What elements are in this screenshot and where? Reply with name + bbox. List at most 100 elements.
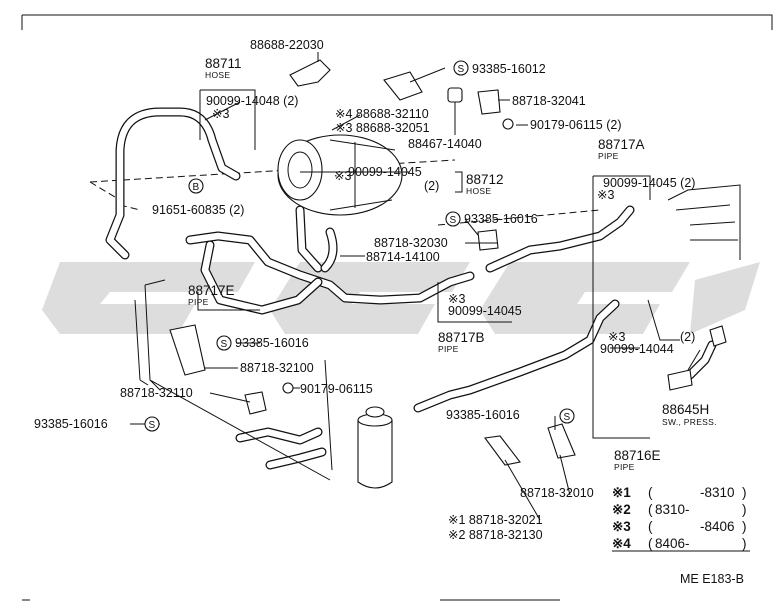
svg-text:S: S	[149, 420, 156, 431]
clip-symbol-1: S	[453, 60, 469, 76]
label-93385-16012: 93385-16012	[472, 62, 546, 76]
figure-code: ME E183-B	[680, 572, 744, 586]
label-90099-14048: 90099-14048 (2)	[206, 94, 298, 108]
label-88711: 88711	[205, 56, 242, 71]
receiver-dryer-icon	[357, 406, 393, 489]
svg-text:(: (	[648, 519, 653, 534]
label-88688-32051: ※3 88688-32051	[335, 121, 430, 135]
svg-text:): )	[742, 519, 747, 534]
pressure-switch-icon	[667, 325, 727, 391]
svg-text:): )	[742, 502, 747, 517]
label-88717B: 88717B	[438, 330, 485, 345]
clip-symbol-3: S	[216, 335, 232, 351]
svg-text:(: (	[648, 536, 653, 551]
clip-symbol-4: S	[144, 416, 160, 432]
label-88645H-sub: SW., PRESS.	[662, 417, 717, 427]
mark-3-a: ※3	[212, 107, 229, 121]
svg-text:): )	[742, 536, 747, 551]
label-88716E: 88716E	[614, 448, 661, 463]
legend-row-1: ※1 ( -8310 )	[612, 485, 747, 500]
label-90179-06115-2: 90179-06115 (2)	[530, 118, 622, 132]
clip-symbol-5: S	[559, 408, 575, 424]
legend-row-2: ※2 ( 8310- )	[612, 502, 747, 517]
svg-text:※3: ※3	[612, 519, 631, 534]
svg-text:-8310: -8310	[700, 485, 735, 500]
svg-text:S: S	[221, 339, 228, 350]
label-88467-14040: 88467-14040	[408, 137, 482, 151]
mark-3-b: ※3	[334, 169, 351, 183]
label-91651-60835: 91651-60835 (2)	[152, 203, 244, 217]
label-88718-32010: 88718-32010	[520, 486, 594, 500]
label-90179-06115: 90179-06115	[300, 382, 373, 396]
mark-3-d: ※3	[448, 292, 465, 306]
mark-3-e: ※3	[608, 330, 625, 344]
legend-row-4: ※4 ( 8406- )	[612, 536, 747, 551]
label-88717A: 88717A	[598, 137, 645, 152]
clamp-88718-32021-icon	[484, 435, 521, 466]
label-88688-22030: 88688-22030	[250, 38, 324, 52]
label-88714-14100: 88714-14100	[366, 250, 440, 264]
bracket-88718-32100-icon	[169, 324, 206, 376]
bracket-88688-32110-icon	[383, 71, 423, 101]
qty-2-a: (2)	[424, 179, 439, 193]
bracket-88688-22030-icon	[289, 59, 331, 87]
condenser-icon	[134, 279, 333, 481]
clamp-88718-32041-icon	[477, 89, 501, 115]
label-93385-16016-c: 93385-16016	[34, 417, 108, 431]
svg-text:8310-: 8310-	[655, 502, 690, 517]
svg-text:(: (	[648, 502, 653, 517]
label-88712-sub: HOSE	[466, 186, 491, 196]
label-88717E-sub: PIPE	[188, 297, 209, 307]
label-88717A-sub: PIPE	[598, 151, 619, 161]
nut-90179-06115-icon	[502, 118, 514, 130]
label-88718-32130: ※2 88718-32130	[448, 528, 543, 542]
qty-2-b: (2)	[680, 330, 695, 344]
label-88711-sub: HOSE	[205, 70, 230, 80]
label-93385-16016-a: 93385-16016	[464, 212, 538, 226]
label-88718-32041: 88718-32041	[512, 94, 586, 108]
svg-text:-8406: -8406	[700, 519, 735, 534]
label-88717B-sub: PIPE	[438, 344, 459, 354]
components	[134, 59, 741, 489]
label-93385-16016-d: 93385-16016	[446, 408, 520, 422]
compressor-icon	[277, 134, 403, 216]
frame-top	[21, 14, 773, 30]
svg-text:8406-: 8406-	[655, 536, 690, 551]
label-90099-14045-right: 90099-14045 (2)	[603, 176, 695, 190]
legend: ※1 ( -8310 ) ※2 ( 8310- ) ※3 ( -8406 ) ※…	[612, 485, 747, 551]
label-88718-32100: 88718-32100	[240, 361, 314, 375]
fitting-88467-14040-icon	[447, 87, 463, 103]
engine-bay-detail	[667, 184, 741, 260]
svg-text:): )	[742, 485, 747, 500]
bolt-symbol: B	[188, 178, 204, 194]
legend-row-3: ※3 ( -8406 )	[612, 519, 747, 534]
svg-text:B: B	[193, 182, 200, 193]
svg-text:※2: ※2	[612, 502, 631, 517]
svg-text:※1: ※1	[612, 485, 631, 500]
label-88717E: 88717E	[188, 283, 235, 298]
label-88718-32110: 88718-32110	[120, 386, 193, 400]
mark-3-c: ※3	[597, 188, 614, 202]
svg-text:S: S	[458, 64, 465, 75]
clamp-88718-32010-icon	[547, 423, 576, 459]
label-90099-14045-top: 90099-14045	[348, 165, 422, 179]
clip-symbol-2: S	[445, 211, 461, 227]
leader-lines	[130, 52, 750, 552]
label-88716E-sub: PIPE	[614, 462, 635, 472]
label-88688-32110: ※4 88688-32110	[335, 107, 429, 121]
label-93385-16016-b: 93385-16016	[235, 336, 309, 350]
svg-text:S: S	[450, 215, 457, 226]
label-90099-14044: 90099-14044	[600, 342, 674, 356]
label-90099-14045-mid: 90099-14045	[448, 304, 522, 318]
svg-text:S: S	[564, 412, 571, 423]
svg-text:(: (	[648, 485, 653, 500]
part-labels: 88688-22030 88711 HOSE 93385-16012 90099…	[34, 38, 717, 542]
label-88712: 88712	[466, 172, 504, 187]
svg-text:※4: ※4	[612, 536, 631, 551]
label-88718-32030: 88718-32030	[374, 236, 448, 250]
label-88718-32021: ※1 88718-32021	[448, 513, 543, 527]
clamp-88718-32110-icon	[244, 391, 267, 415]
label-88645H: 88645H	[662, 402, 709, 417]
